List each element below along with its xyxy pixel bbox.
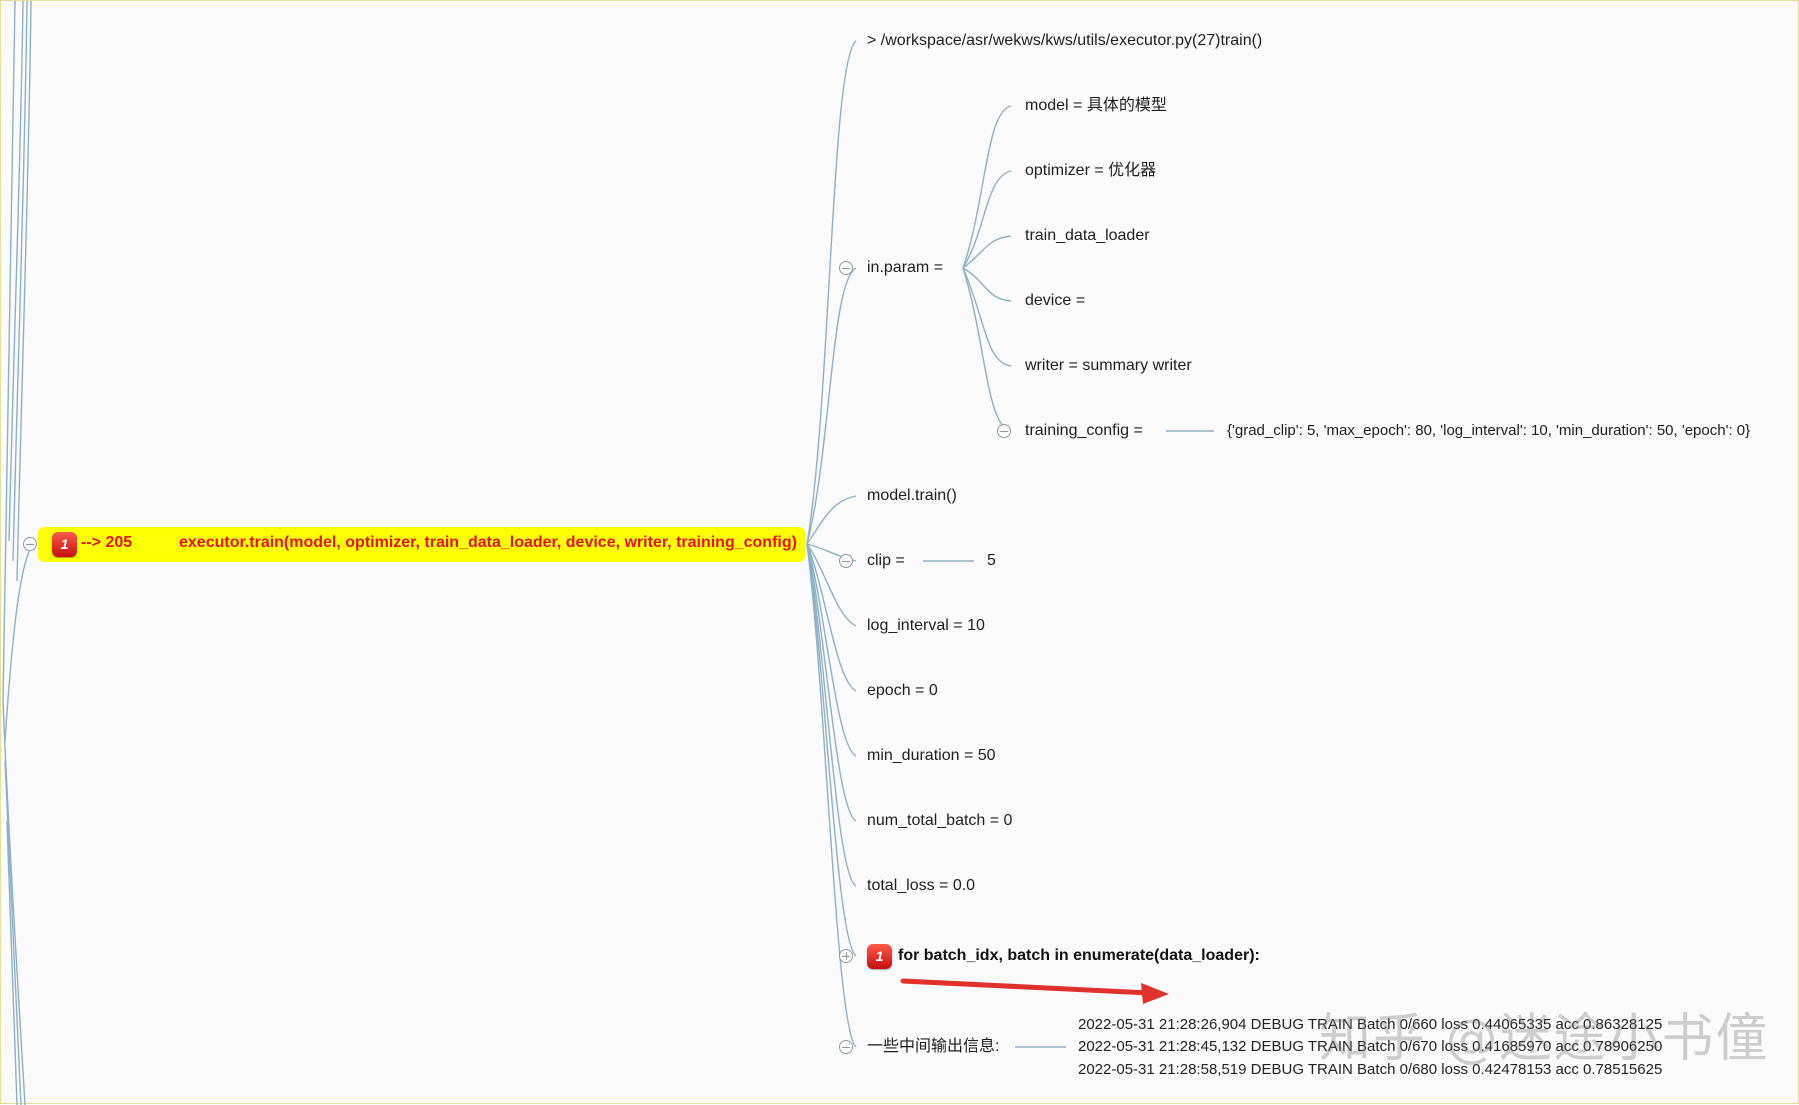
training-config-collapse-toggle[interactable] xyxy=(997,424,1011,438)
for-loop-expand-toggle[interactable] xyxy=(839,949,853,963)
node-min-duration[interactable]: min_duration = 50 xyxy=(867,747,996,764)
priority-1-icon: 1 xyxy=(52,532,77,557)
node-param-writer[interactable]: writer = summary writer xyxy=(1025,357,1192,374)
root-collapse-toggle[interactable] xyxy=(23,537,37,551)
output-info-collapse-toggle[interactable] xyxy=(839,1040,853,1054)
node-clip[interactable]: clip = xyxy=(867,552,905,569)
node-num-total-batch[interactable]: num_total_batch = 0 xyxy=(867,812,1013,829)
node-training-config-value[interactable]: {'grad_clip': 5, 'max_epoch': 80, 'log_i… xyxy=(1227,422,1751,439)
root-line-ref: --> 205 xyxy=(81,534,133,551)
node-in-param[interactable]: in.param = xyxy=(867,259,944,276)
log-line: 2022-05-31 21:28:58,519 DEBUG TRAIN Batc… xyxy=(1078,1061,1663,1078)
node-param-model[interactable]: model = 具体的模型 xyxy=(1025,97,1167,114)
log-line: 2022-05-31 21:28:45,132 DEBUG TRAIN Batc… xyxy=(1078,1038,1663,1055)
root-node[interactable]: 1 --> 205 executor.train(model, optimize… xyxy=(38,527,805,562)
in-param-collapse-toggle[interactable] xyxy=(839,261,853,275)
node-param-train-data-loader[interactable]: train_data_loader xyxy=(1025,227,1150,244)
node-clip-value[interactable]: 5 xyxy=(987,552,996,569)
node-for-loop[interactable]: for batch_idx, batch in enumerate(data_l… xyxy=(898,947,1260,964)
priority-1-icon: 1 xyxy=(867,944,892,969)
node-model-train[interactable]: model.train() xyxy=(867,487,957,504)
node-output-info[interactable]: 一些中间输出信息: xyxy=(867,1038,1000,1055)
root-call-text: executor.train(model, optimizer, train_d… xyxy=(179,534,797,551)
node-param-device[interactable]: device = xyxy=(1025,292,1086,309)
node-location[interactable]: > /workspace/asr/wekws/kws/utils/executo… xyxy=(867,32,1263,49)
node-param-optimizer[interactable]: optimizer = 优化器 xyxy=(1025,162,1157,179)
node-total-loss[interactable]: total_loss = 0.0 xyxy=(867,877,976,894)
annotation-arrow xyxy=(900,978,1169,1004)
watermark: 知乎 @迷途小书僮 xyxy=(1319,1009,1770,1069)
node-param-training-config[interactable]: training_config = xyxy=(1025,422,1143,439)
node-epoch[interactable]: epoch = 0 xyxy=(867,682,938,699)
log-line: 2022-05-31 21:28:26,904 DEBUG TRAIN Batc… xyxy=(1078,1016,1663,1033)
node-log-interval[interactable]: log_interval = 10 xyxy=(867,617,985,634)
clip-collapse-toggle[interactable] xyxy=(839,554,853,568)
